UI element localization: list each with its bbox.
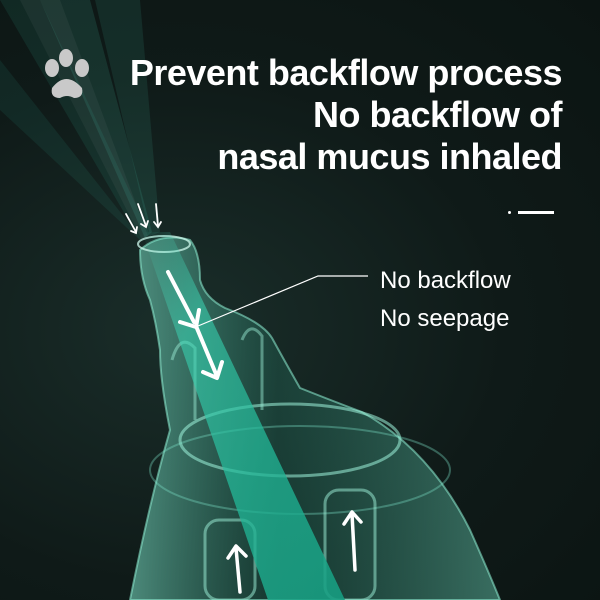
light-rays [0,0,160,240]
up-arrow-icon [226,510,363,594]
arrow-icon [166,270,224,380]
callout-line-1: No backflow [380,267,511,294]
divider-dot [508,211,511,214]
feature-callout: No backflow No seepage [380,262,511,338]
divider-dash [518,211,554,214]
decorative-divider [508,210,558,216]
headline: Prevent backflow process No backflow of … [129,52,563,178]
callout-line-2: No seepage [380,305,510,332]
callout-leader-line [197,275,368,327]
paw-print-icon [45,49,89,98]
down-arrow-icon [125,203,162,235]
headline-line-1: Prevent backflow process [129,52,563,93]
headline-line-3: nasal mucus inhaled [217,136,562,177]
headline-line-2: No backflow of [312,94,563,135]
